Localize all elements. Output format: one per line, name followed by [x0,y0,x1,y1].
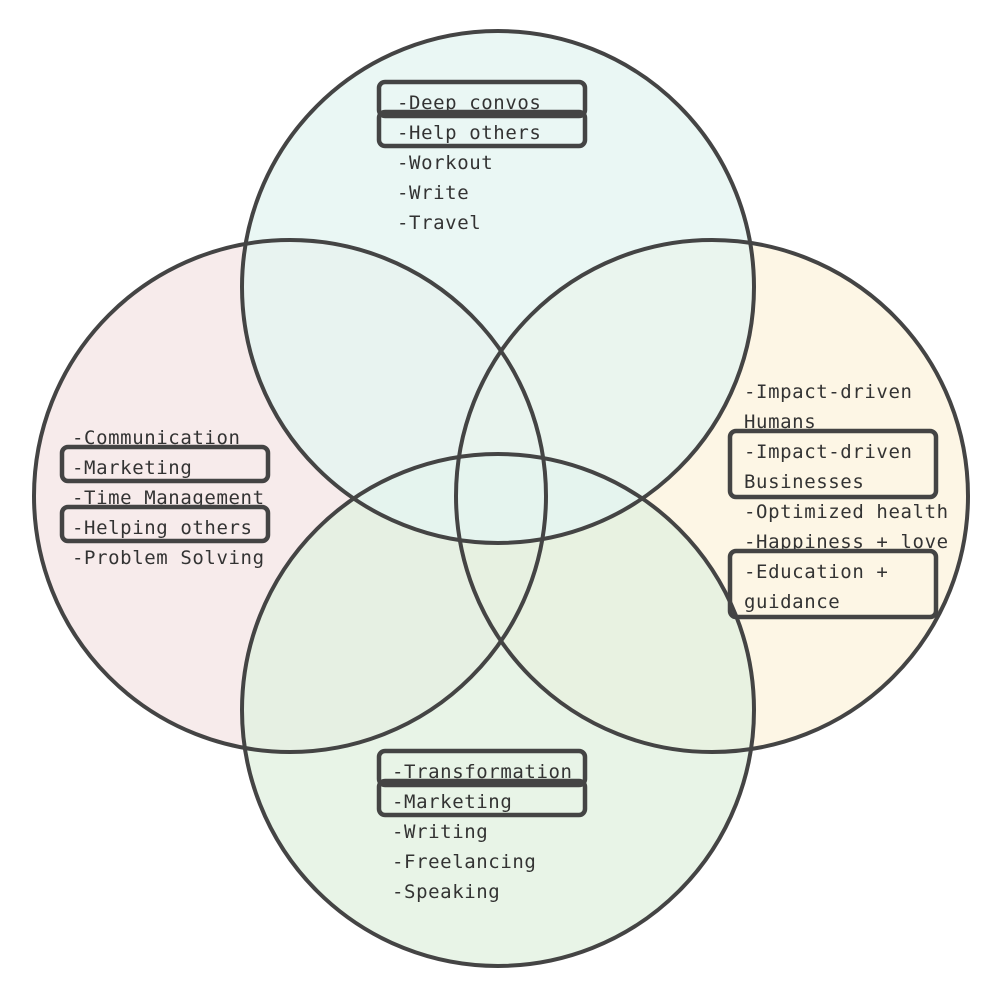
right-item-text: -Optimized health [744,501,949,523]
left-item: -Communication [72,427,241,449]
right-circle-outline [454,238,970,754]
left-item-text: -Helping others [72,517,253,539]
top-item-text: -Write [397,182,469,204]
left-item: -Helping others [59,504,271,544]
left-item-text: -Communication [72,427,241,449]
top-highlight-box [376,79,588,119]
left-item: -Time Management [72,487,265,509]
bottom-item: -Transformation [376,748,588,788]
bottom-item: -Speaking [392,881,500,903]
left-highlight-box [59,444,271,484]
left-item-text: -Problem Solving [72,547,265,569]
top-item-text: -Workout [397,152,493,174]
bottom-item-text: -Speaking [392,881,500,903]
bottom-item: -Writing [392,821,488,843]
left-circle-outline [32,238,548,754]
top-item-text: -Help others [397,122,541,144]
left-item-text: -Marketing [72,457,192,479]
right-item: -Happiness + love [744,531,949,553]
top-item: -Write [397,182,469,204]
bottom-circle-outline [240,452,756,968]
bottom-item: -Marketing [376,778,588,818]
right-item-text: -Impact-driven [744,381,913,403]
left-highlight-box [59,504,271,544]
bottom-item: -Freelancing [392,851,536,873]
right-item-text: -Happiness + love [744,531,949,553]
bottom-item-text: -Marketing [392,791,512,813]
bottom-item-text: -Freelancing [392,851,536,873]
bottom-highlight-box [376,778,588,818]
right-item: -Optimized health [744,501,949,523]
left-item-text: -Time Management [72,487,265,509]
top-item: -Workout [397,152,493,174]
right-item-text: Humans [744,411,816,433]
circle-fills [34,31,968,966]
right-highlight-box [727,428,939,500]
top-highlight-box [376,109,588,149]
bottom-item-text: -Writing [392,821,488,843]
bottom-circle [242,454,754,966]
top-item-text: -Travel [397,212,481,234]
top-circle-outline [240,29,756,545]
right-highlight-box [727,548,939,620]
right-item: -Education + guidance [727,548,939,620]
left-item: -Marketing [59,444,271,484]
bottom-highlight-box [376,748,588,788]
bottom-item-text: -Transformation [392,761,573,783]
top-item-text: -Deep convos [397,92,541,114]
top-item: -Help others [376,109,588,149]
top-circle [242,31,754,543]
circle-labels: -Deep convos -Help others -Workout -Write -T… [59,79,949,903]
right-item-text: -Impact-driven [744,441,913,463]
circle-outlines [32,29,970,968]
top-item: -Travel [397,212,481,234]
left-item: -Problem Solving [72,547,265,569]
top-item: -Deep convos [376,79,588,119]
right-item-text: -Education + [744,561,888,583]
right-item-text: Businesses [744,471,864,493]
right-item-text: guidance [744,591,840,613]
